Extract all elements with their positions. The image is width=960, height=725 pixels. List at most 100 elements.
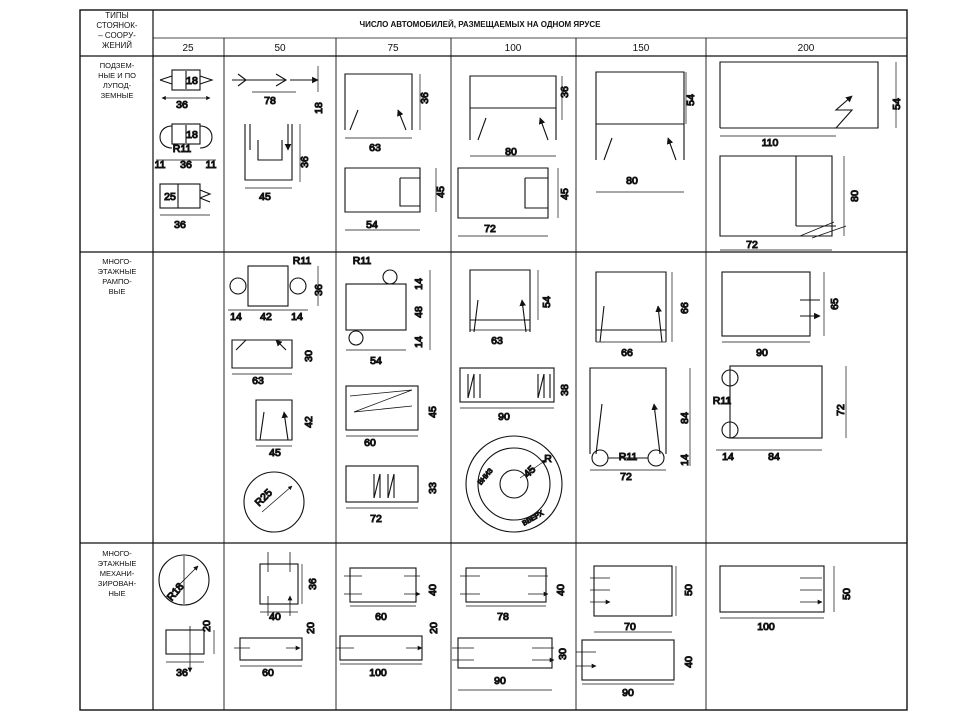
dim-200r-14: 14 [722, 451, 734, 463]
dim-25m-36: 36 [176, 667, 188, 679]
dim-50r-r11: R11 [293, 255, 312, 267]
dim-100r-r: R [544, 453, 552, 465]
scheme-100-ramp-c [465, 435, 563, 533]
dim-150m-70: 70 [624, 621, 636, 633]
scheme-75-ramp-b [345, 385, 419, 437]
dim-75b-45: 45 [435, 186, 447, 198]
dim-100m-90: 90 [494, 675, 506, 687]
dim-100b-45: 45 [559, 188, 571, 200]
dim-75m-100: 100 [369, 667, 387, 679]
label-up: ВВЕРХ [522, 510, 546, 528]
dim-100r-45: 45 [522, 463, 539, 480]
scheme-25-a [159, 69, 214, 101]
dim-25b-r11: R11 [173, 143, 192, 155]
dim-200r-84: 84 [768, 451, 780, 463]
dim-200r-65: 65 [829, 298, 841, 310]
table-border [79, 9, 908, 711]
scheme-50-ramp-a [228, 265, 319, 311]
dim-200b-80: 80 [849, 190, 861, 202]
dim-200r-90: 90 [756, 347, 768, 359]
scheme-100-mech-a [460, 567, 548, 607]
dim-150a-80: 80 [626, 175, 638, 187]
dim-50r-63: 63 [252, 375, 264, 387]
dim-50r-42: 42 [303, 416, 315, 428]
dim-150r-72: 72 [620, 471, 632, 483]
column-header-50: 50 [274, 43, 286, 54]
scheme-100-ramp-b [459, 367, 555, 409]
scheme-75-a [344, 73, 421, 139]
scheme-100-a [469, 75, 563, 157]
scheme-75-b [344, 167, 437, 231]
dim-150m-90: 90 [622, 687, 634, 699]
row3-schemes: R18 20 36 36 40 20 60 [158, 552, 854, 700]
dim-200a-110: 110 [762, 137, 779, 149]
dim-75r-33: 33 [427, 482, 439, 494]
dim-75r-54: 54 [370, 355, 382, 367]
dim-100m-30: 30 [557, 648, 569, 660]
dim-50m-36: 36 [307, 578, 319, 590]
column-header-150: 150 [633, 43, 650, 54]
row-labels: ПОДЗЕМ- НЫЕ И ПО ЛУПОД- ЗЕМНЫЕ МНОГО- ЭТ… [98, 61, 137, 598]
dim-50m-60: 60 [262, 667, 274, 679]
dim-200r-r11: R11 [713, 395, 732, 407]
row-label-3-line-2: ЭТАЖНЫЕ [98, 559, 137, 568]
row-label-2-line-3: РАМПО- [102, 277, 132, 286]
dim-75a-63: 63 [369, 142, 381, 154]
column-header-200: 200 [798, 43, 815, 54]
dim-100r-38: 38 [559, 384, 571, 396]
dim-100r-90: 90 [498, 411, 510, 423]
scheme-75-ramp-c [345, 465, 419, 509]
dim-25b-18: 18 [186, 129, 198, 141]
table-grid [79, 9, 908, 711]
dim-100r-63: 63 [491, 335, 503, 347]
scheme-200-a [719, 61, 897, 137]
dim-75r-14b: 14 [413, 336, 425, 348]
dim-100a-80: 80 [505, 146, 517, 158]
dim-75m-60: 60 [375, 611, 387, 623]
row-label-3-line-5: НЫЕ [108, 589, 125, 598]
scheme-200-b [719, 155, 847, 251]
scheme-25-c [159, 183, 212, 216]
dim-100a-36: 36 [559, 86, 571, 98]
dim-25c-25: 25 [164, 191, 176, 203]
dim-25b-36: 36 [180, 159, 192, 171]
column-headers: 25 50 75 100 150 200 [182, 43, 814, 54]
scheme-25-b [156, 123, 216, 161]
dim-50r-36: 36 [313, 284, 325, 296]
scheme-100-mech-b [452, 637, 554, 691]
corner-label-line-1: ТИПЫ [105, 11, 128, 20]
dim-75r-r11: R11 [353, 255, 372, 267]
dim-50a-18: 18 [313, 102, 325, 114]
scheme-100-b [457, 167, 559, 237]
dim-25a-18: 18 [186, 75, 198, 87]
column-header-100: 100 [505, 43, 522, 54]
dim-150r-84: 84 [679, 412, 691, 424]
scheme-200-mech-a [719, 565, 835, 619]
scheme-150-mech-a [590, 565, 677, 633]
scheme-50-mech-a [259, 552, 303, 616]
dim-100r-54: 54 [541, 296, 553, 308]
row1-schemes: 36 18 18 R11 11 36 11 25 36 78 18 [154, 61, 904, 252]
dim-75a-36: 36 [419, 92, 431, 104]
row-label-1-line-4: ЗЕМНЫЕ [101, 91, 134, 100]
dim-50r-30: 30 [303, 350, 315, 362]
dim-25a-36: 36 [176, 99, 188, 111]
dim-50m-40: 40 [269, 611, 281, 623]
scheme-150-a [595, 71, 687, 193]
scheme-75-mech-a [344, 567, 420, 607]
dim-50a-78: 78 [264, 95, 276, 107]
dim-25m-20: 20 [201, 620, 213, 632]
dim-150r-66v: 66 [679, 302, 691, 314]
row-label-3-line-3: МЕХАНИ- [100, 569, 135, 578]
dim-100m-78: 78 [497, 611, 509, 623]
dim-200a-54: 54 [891, 98, 903, 110]
dim-25c-36: 36 [174, 219, 186, 231]
scheme-75-mech-b [336, 635, 422, 665]
scheme-50-a [232, 66, 319, 93]
label-down: ВНИЗ [477, 468, 495, 487]
scheme-25-mech-b [165, 626, 215, 673]
row-label-1-line-2: НЫЕ И ПО [98, 71, 136, 80]
dim-50r-45: 45 [269, 447, 281, 459]
